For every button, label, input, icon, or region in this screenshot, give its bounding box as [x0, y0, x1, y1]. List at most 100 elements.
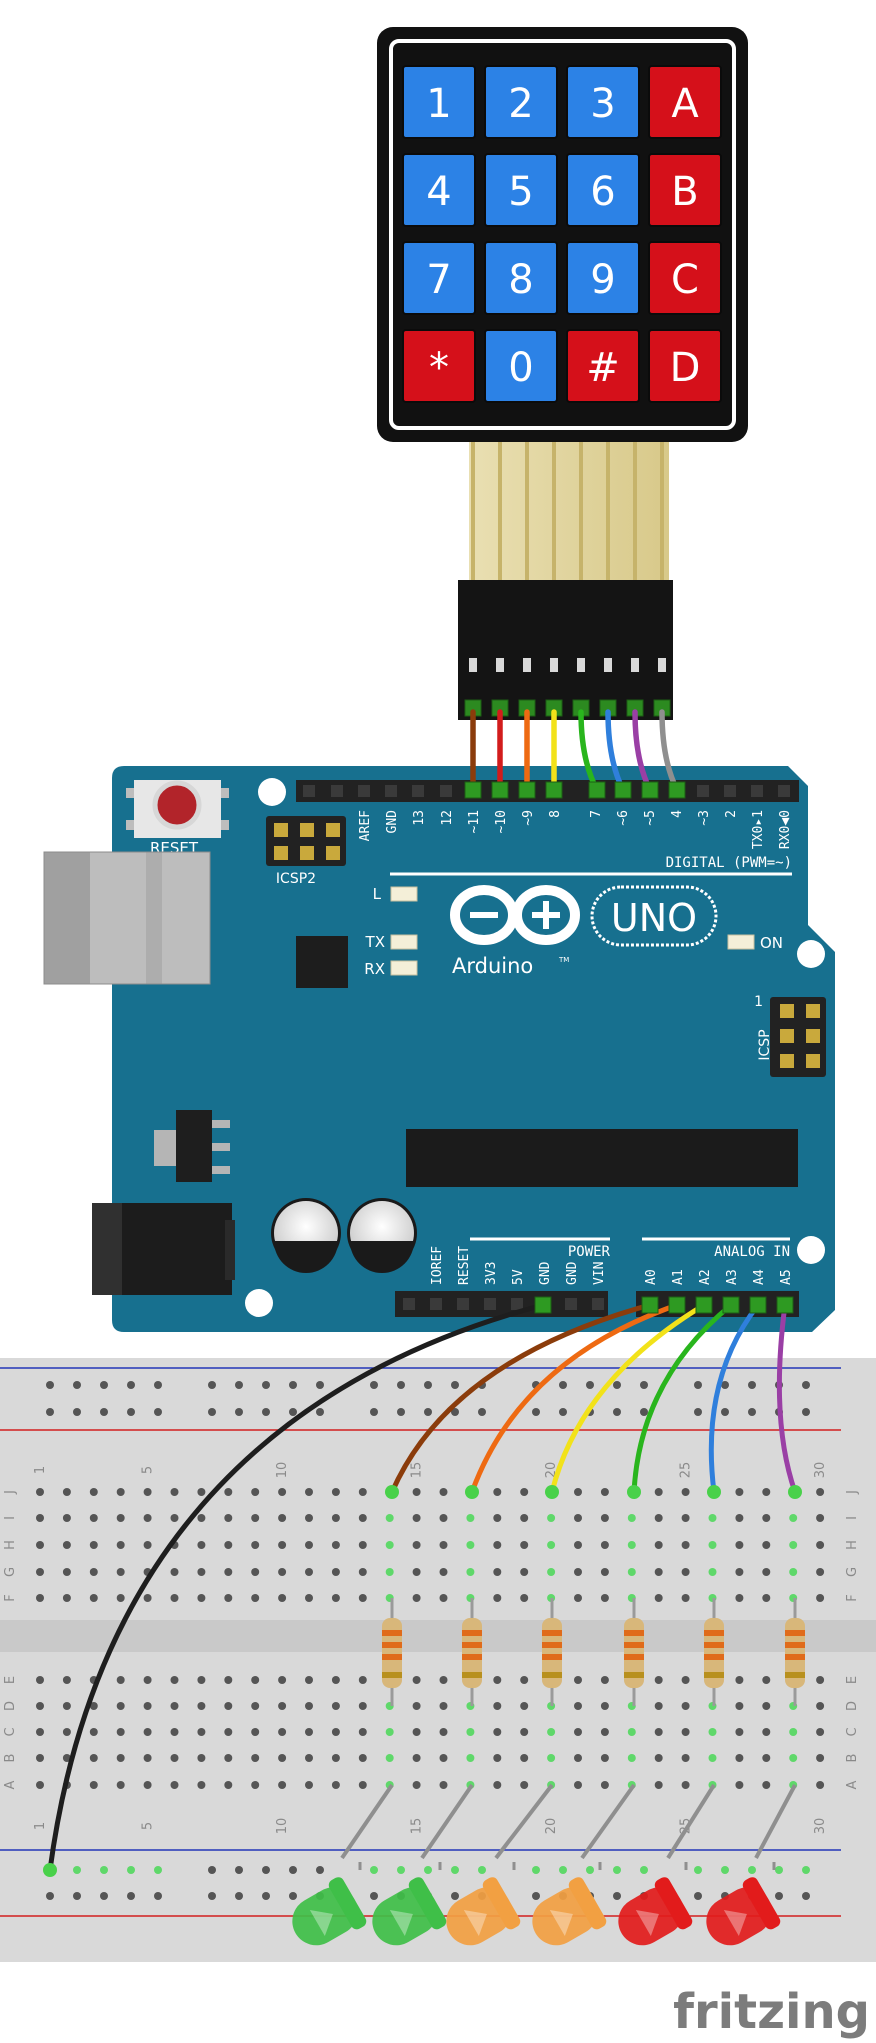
wire-a5-purple [776, 1302, 798, 1495]
mounting-hole [245, 1289, 273, 1317]
digital-pin-label: RX0◀0 [778, 810, 793, 849]
column-number: 5 [141, 1822, 156, 1830]
keypad-key[interactable]: A [648, 65, 722, 139]
column-number: 25 [679, 1462, 694, 1479]
arduino-logo [450, 885, 580, 945]
digital-pin-label: TX0▸1 [751, 810, 766, 849]
icsp-pin1-label: 1 [754, 994, 763, 1010]
row-letter: A [845, 1780, 860, 1789]
led [292, 1877, 367, 1946]
keypad-key[interactable]: 4 [402, 153, 476, 227]
analog-header-label: ANALOG IN [714, 1244, 790, 1260]
power-pin-label: GND [565, 1261, 580, 1285]
capacitor [271, 1198, 341, 1273]
power-pin-label: IOREF [430, 1246, 445, 1285]
row-letter: E [3, 1676, 18, 1684]
row-letter: I [845, 1516, 860, 1520]
column-number: 15 [410, 1818, 425, 1835]
keypad-key-label: B [671, 169, 698, 215]
usb-port [43, 851, 211, 985]
wire-gnd-black [47, 1302, 546, 1873]
led-tx-indicator [390, 934, 418, 950]
column-number: 15 [410, 1462, 425, 1479]
mounting-hole [797, 1236, 825, 1264]
row-letter: G [845, 1567, 860, 1577]
keypad-key[interactable]: B [648, 153, 722, 227]
keypad-key[interactable]: 3 [566, 65, 640, 139]
digital-pin-label: 2 [724, 810, 739, 818]
row-letter: J [845, 1490, 860, 1495]
resistors [382, 1598, 805, 1706]
wire-a1-orange [469, 1302, 680, 1495]
power-pin-label: VIN [592, 1262, 607, 1285]
led-on-indicator [727, 934, 755, 950]
breadboard-center-channel [0, 1620, 876, 1652]
keypad-key[interactable]: 2 [484, 65, 558, 139]
led-on-label: ON [760, 934, 783, 952]
column-number: 30 [813, 1818, 828, 1835]
power-pin-label: 5V [511, 1269, 526, 1285]
keypad-key-label: 6 [590, 169, 615, 215]
column-number: 5 [141, 1466, 156, 1474]
column-number: 10 [275, 1818, 290, 1835]
column-number: 20 [544, 1818, 559, 1835]
led [618, 1877, 693, 1946]
keypad-key[interactable]: 7 [402, 241, 476, 315]
digital-pin-label: ~10 [494, 810, 509, 833]
led-rx-indicator [390, 960, 418, 976]
keypad-key[interactable]: C [648, 241, 722, 315]
power-pin-label: RESET [457, 1246, 472, 1285]
voltage-regulator [154, 1110, 230, 1182]
keypad-key-label: 9 [590, 257, 615, 303]
row-letter: J [3, 1490, 18, 1495]
capacitor [347, 1198, 417, 1273]
digital-pin-label: 4 [670, 810, 685, 818]
analog-wires [47, 1302, 798, 1873]
keypad-key[interactable]: # [566, 329, 640, 403]
keypad-key[interactable]: 0 [484, 329, 558, 403]
led-l-label: L [373, 885, 382, 903]
row-letter: G [3, 1567, 18, 1577]
row-letter: D [3, 1701, 18, 1711]
row-letter: E [845, 1676, 860, 1684]
digital-pin-label: ~11 [467, 810, 482, 833]
keypad-key[interactable]: 1 [402, 65, 476, 139]
keypad-key[interactable]: * [402, 329, 476, 403]
keypad-key[interactable]: 5 [484, 153, 558, 227]
analog-pin-label: A5 [779, 1269, 794, 1285]
digital-pin-label: ~6 [616, 810, 631, 826]
keypad-key[interactable]: 6 [566, 153, 640, 227]
column-number: 30 [813, 1462, 828, 1479]
resistor [382, 1598, 402, 1706]
icsp2-header [266, 816, 346, 866]
digital-pin-label: ~3 [697, 810, 712, 826]
uno-badge [590, 885, 718, 947]
row-letter: B [3, 1754, 18, 1763]
keypad-key-label: 1 [426, 81, 451, 127]
keypad-key[interactable]: 9 [566, 241, 640, 315]
row-letter: I [3, 1516, 18, 1520]
analog-pin-label: A1 [671, 1269, 686, 1285]
trademark-label: TM [558, 956, 569, 964]
power-pin-label: GND [538, 1261, 553, 1285]
led [372, 1877, 447, 1946]
led-legs [340, 1783, 797, 1870]
keypad-key[interactable]: D [648, 329, 722, 403]
fritzing-watermark: fritzing [673, 1984, 870, 2040]
analog-pin-label: A0 [644, 1269, 659, 1285]
reset-button-cap[interactable] [155, 783, 199, 827]
keypad-key-label: # [586, 345, 620, 391]
keypad-key-label: 7 [426, 257, 451, 303]
keypad-key-label: 3 [590, 81, 615, 127]
column-number: 10 [275, 1462, 290, 1479]
digital-pin-label: AREF [358, 810, 373, 841]
row-letter: F [845, 1594, 860, 1601]
digital-pin-label: 13 [412, 810, 427, 826]
keypad-key-label: A [671, 81, 699, 127]
reset-button[interactable] [126, 780, 229, 838]
keypad-key[interactable]: 8 [484, 241, 558, 315]
keypad-key-label: 0 [508, 345, 533, 391]
atmega-chip [406, 1129, 798, 1187]
